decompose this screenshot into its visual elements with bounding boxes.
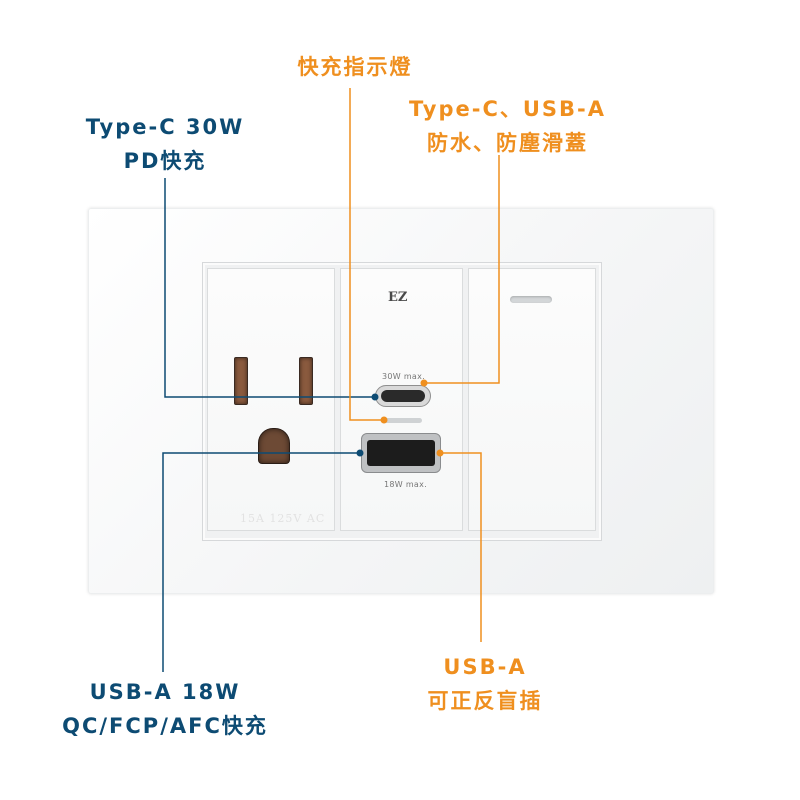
callout-usbarev-line1: USB-A <box>443 655 527 679</box>
outlet-ground-hole <box>258 428 290 464</box>
outlet-prong-left <box>234 357 248 405</box>
callout-cover: Type-C、USB-A 防水、防塵滑蓋 <box>395 92 620 160</box>
brand-logo: EZ <box>388 290 408 305</box>
callout-typec-line2: PD快充 <box>123 149 207 173</box>
callout-indicator-text: 快充指示燈 <box>297 55 413 79</box>
callout-usba18-line1: USB-A 18W <box>89 680 241 704</box>
usb-a-port[interactable] <box>361 433 441 473</box>
callout-usbarev-line2: 可正反盲插 <box>427 689 543 713</box>
charge-indicator-light <box>384 418 422 423</box>
callout-typec: Type-C 30W PD快充 <box>65 110 265 178</box>
usb-c-port[interactable] <box>375 385 431 407</box>
outlet-module <box>207 268 335 531</box>
switch-indicator-light <box>510 296 552 303</box>
usba-rating-text: 18W max. <box>384 480 428 489</box>
callout-cover-line1: Type-C、USB-A <box>408 97 607 121</box>
typec-rating-text: 30W max. <box>382 372 426 381</box>
rocker-switch[interactable] <box>468 268 596 531</box>
outlet-rating-text: 15A 125V AC <box>240 512 326 525</box>
outlet-prong-right <box>299 357 313 405</box>
callout-usba18-line2: QC/FCP/AFC快充 <box>62 714 268 738</box>
callout-indicator: 快充指示燈 <box>270 50 440 84</box>
callout-usbarev: USB-A 可正反盲插 <box>405 650 565 718</box>
callout-cover-line2: 防水、防塵滑蓋 <box>427 131 588 155</box>
callout-typec-line1: Type-C 30W <box>85 115 245 139</box>
callout-usba18: USB-A 18W QC/FCP/AFC快充 <box>35 675 295 743</box>
